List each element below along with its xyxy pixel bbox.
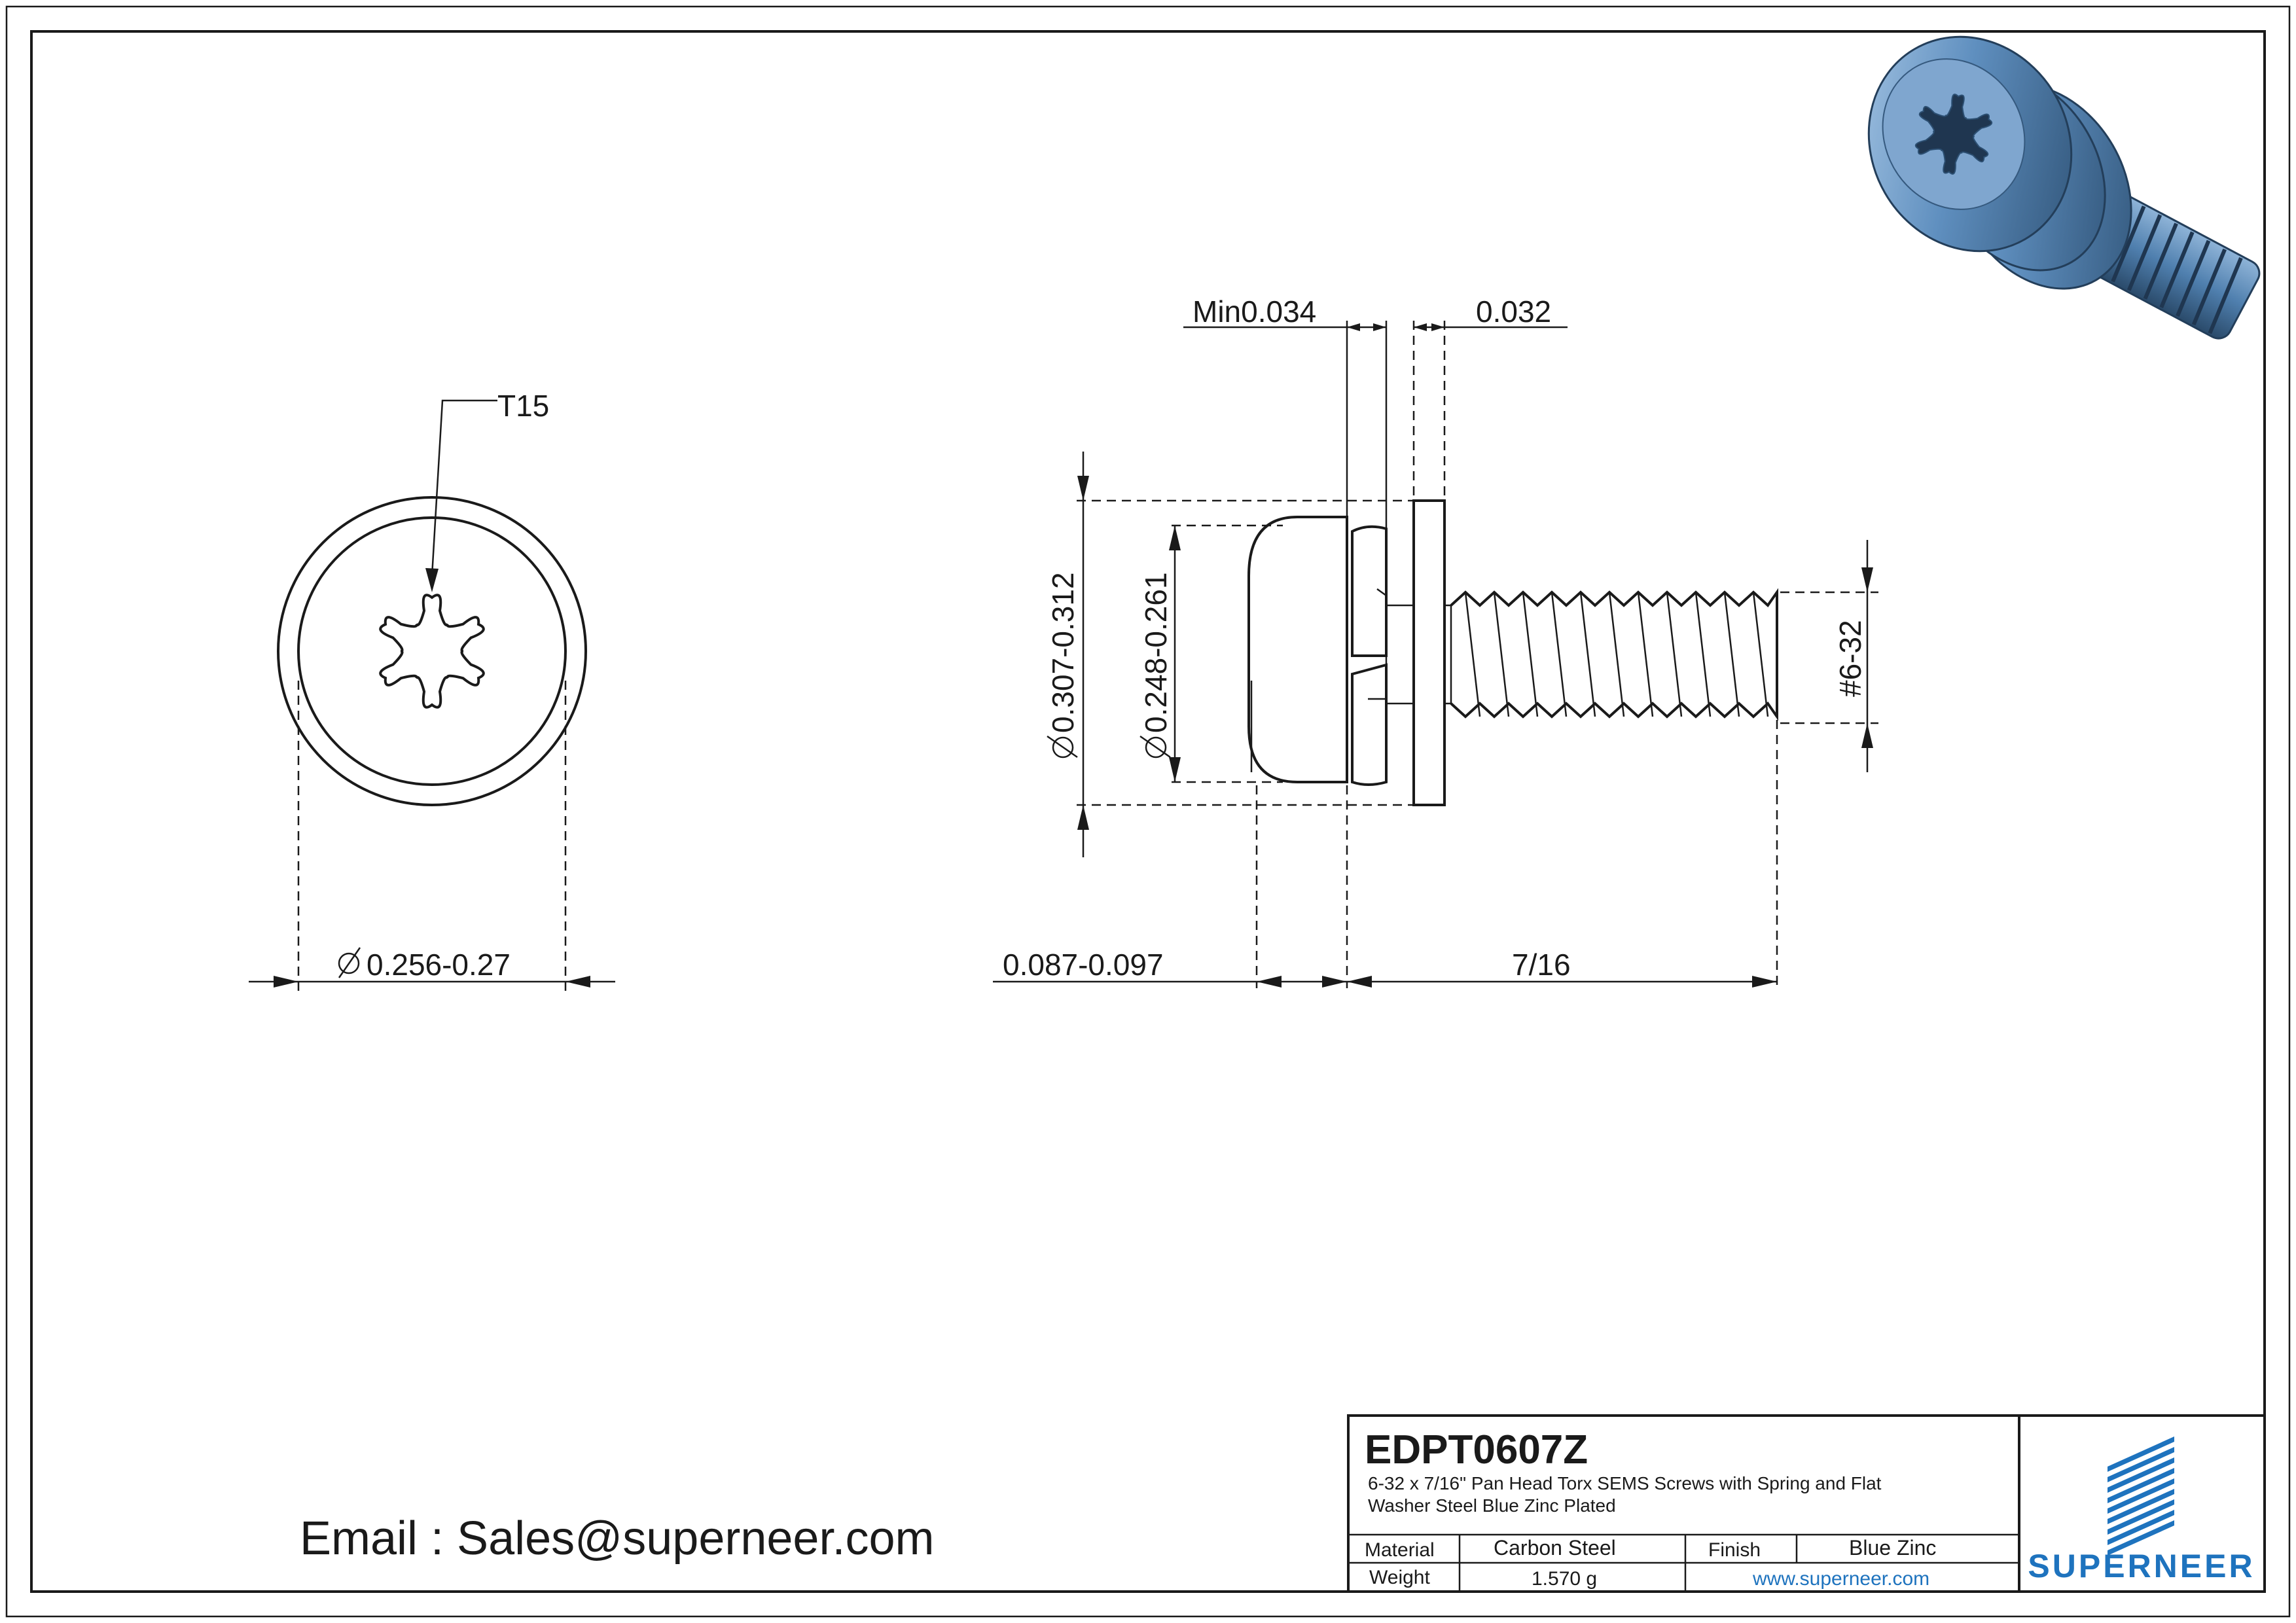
screw-head [1247, 516, 1348, 783]
front-view: T15 0.256-0.27 [249, 389, 615, 991]
diameter-symbol [338, 947, 361, 978]
finish-label: Finish [1708, 1539, 1761, 1561]
render-thread-groove [2191, 248, 2227, 326]
finish-value: Blue Zinc [1849, 1536, 1936, 1560]
render-thread-groove [2208, 257, 2243, 334]
email-text: Email : Sales@superneer.com [300, 1512, 935, 1565]
dim-arrow [1347, 323, 1360, 331]
description-line-2: Washer Steel Blue Zinc Plated [1368, 1495, 1616, 1516]
thread-crest-line [1579, 592, 1596, 717]
render-thread-groove [2176, 240, 2211, 317]
length-label: 7/16 [1512, 948, 1571, 982]
torx-recess [379, 594, 485, 709]
dim-arrow [1347, 976, 1372, 988]
dim-arrow [1169, 757, 1181, 782]
thread-crest-line [1608, 592, 1625, 717]
render-thread-groove [2126, 214, 2162, 291]
head-diameter-side-label: 0.248-0.261 [1139, 572, 1173, 733]
shank [1385, 604, 1415, 705]
dim-arrow [1077, 805, 1089, 830]
min-thickness-label: Min0.034 [1193, 294, 1316, 329]
thread-crest-line [1493, 592, 1510, 717]
logo-stripe [2108, 1447, 2174, 1482]
washer-thickness-label: 0.032 [1476, 294, 1551, 329]
dim-arrow [1322, 976, 1347, 988]
dim-arrow [274, 976, 298, 988]
render-thread-groove [2143, 223, 2178, 300]
drive-label: T15 [497, 389, 549, 423]
thread-crest-line [1464, 592, 1481, 717]
weight-value: 1.570 g [1532, 1568, 1597, 1590]
logo-stripe [2108, 1457, 2174, 1493]
flat-washer [1412, 499, 1446, 806]
inner-border [30, 30, 2266, 1593]
dim-arrow [1373, 323, 1386, 331]
thread [1443, 588, 1778, 721]
dim-arrow [1257, 976, 1282, 988]
title-block: EDPT0607Z 6-32 x 7/16" Pan Head Torx SEM… [1347, 1414, 2266, 1593]
logo-stripe [2108, 1468, 2174, 1503]
dim-arrow [1861, 567, 1873, 592]
thread-crest-line [1723, 592, 1740, 717]
thread-label: #6-32 [1833, 620, 1867, 697]
render-thread-groove [2111, 205, 2146, 283]
logo-stripe [2108, 1436, 2174, 1472]
head-outer-circle [277, 496, 587, 806]
render-thread-groove [2159, 231, 2195, 308]
dim-arrow [1414, 323, 1427, 331]
website-text[interactable]: www.superneer.com [1752, 1568, 1929, 1590]
spring-washer [1351, 525, 1388, 786]
dim-arrow [1431, 323, 1444, 331]
head-inner-circle [297, 516, 567, 786]
superneer-logo-icon [2108, 1436, 2174, 1556]
washer-od-label: 0.307-0.312 [1046, 572, 1080, 733]
side-view: 0.307-0.312 0.248-0.261 Min0.034 [993, 294, 1878, 988]
head-height-label: 0.087-0.097 [1003, 948, 1164, 982]
logo-stripe [2108, 1520, 2174, 1556]
dim-arrow [1752, 976, 1777, 988]
brand-name: SUPERNEER [2028, 1548, 2255, 1584]
thread-crest-line [1666, 592, 1683, 717]
outer-border [5, 5, 2291, 1618]
thread-crest-line [1752, 592, 1769, 717]
head-diameter-front-label: 0.256-0.27 [367, 948, 511, 982]
diameter-symbol [1139, 735, 1171, 758]
dim-arrow [565, 976, 590, 988]
logo-stripe [2108, 1499, 2174, 1535]
material-label: Material [1365, 1539, 1435, 1561]
material-value: Carbon Steel [1494, 1536, 1616, 1560]
logo-stripe [2108, 1510, 2174, 1545]
logo-stripe [2108, 1478, 2174, 1514]
description-line-1: 6-32 x 7/16" Pan Head Torx SEMS Screws w… [1368, 1473, 1882, 1493]
part-number: EDPT0607Z [1365, 1427, 1588, 1472]
logo-stripe [2108, 1489, 2174, 1524]
thread-crest-line [1695, 592, 1712, 717]
dim-arrow [1077, 476, 1089, 501]
diameter-symbol [1047, 735, 1078, 758]
thread-crest-line [1637, 592, 1654, 717]
website-link[interactable]: www.superneer.com [1752, 1568, 1929, 1590]
thread-crest-line [1522, 592, 1539, 717]
drive-leader-arrow [425, 568, 439, 592]
dim-arrow [1169, 526, 1181, 550]
screw-render [1867, 35, 2261, 340]
drive-leader [431, 399, 497, 577]
thread-crest-line [1551, 592, 1568, 717]
dim-arrow [1861, 723, 1873, 748]
weight-label: Weight [1369, 1567, 1430, 1588]
